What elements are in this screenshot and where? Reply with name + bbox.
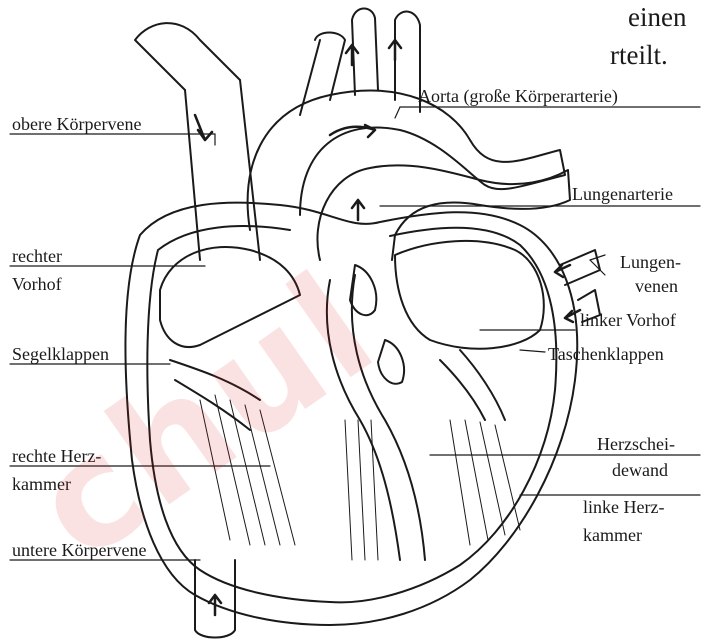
label-right-atrium-1: rechter [12, 246, 62, 266]
left-atrium [395, 241, 544, 349]
label-left-ventricle-1: linke Herz- [583, 497, 664, 517]
label-septum-2: dewand [612, 460, 668, 480]
header-text-line-1: einen [628, 2, 686, 32]
label-pulmonary-veins-2: venen [635, 276, 678, 296]
label-aorta: Aorta (große Körperarterie) [418, 86, 618, 106]
label-left-ventricle-2: kammer [583, 525, 642, 545]
label-atrioventricular-valves: Segelklappen [12, 344, 109, 364]
label-pulmonary-veins-1: Lungen- [620, 252, 681, 272]
superior-vena-cava [185, 80, 260, 260]
label-superior-vena-cava: obere Körpervene [12, 114, 141, 134]
label-septum-1: Herzschei- [597, 434, 675, 454]
label-semilunar-valves: Taschenklappen [548, 344, 664, 364]
septum-hatching [345, 420, 378, 560]
left-valve [440, 350, 505, 420]
header-text-line-2: rteilt. [610, 40, 668, 70]
label-right-atrium-2: Vorhof [12, 274, 62, 294]
label-pulmonary-artery: Lungenarterie [572, 184, 673, 204]
chordae-left [450, 420, 520, 545]
label-left-atrium: linker Vorhof [580, 310, 676, 330]
